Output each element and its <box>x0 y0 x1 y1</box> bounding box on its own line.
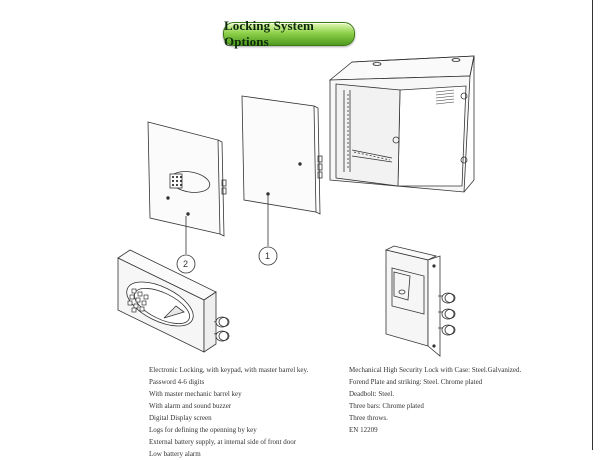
mechanical-lock-feature-list: Mechanical High Security Lock with Case:… <box>349 364 521 436</box>
mechanical-feature-item: Deadbolt: Steel. <box>349 390 395 398</box>
electronic-feature-item: Logs for defining the openning by key <box>149 426 257 434</box>
mechanical-feature-item: Three throws. <box>349 414 388 422</box>
door-panel-1: 1 <box>241 95 323 266</box>
mechanical-feature-item: Mechanical High Security Lock with Case:… <box>349 366 522 374</box>
mechanical-feature-item: EN 12209 <box>349 426 378 434</box>
door-panel-2: 2 <box>147 121 227 274</box>
electronic-lock-drawing <box>117 249 230 353</box>
technical-drawings: 1 2 <box>117 55 475 357</box>
electronic-feature-item: With alarm and sound buzzer <box>149 402 232 410</box>
page-right-rule <box>592 0 593 450</box>
electronic-feature-item: Digital Display screen <box>149 414 212 422</box>
cabinet-drawing <box>328 55 475 193</box>
callout-number-2: 2 <box>183 259 188 269</box>
electronic-feature-item: External battery supply, at internal sid… <box>149 438 297 446</box>
title-badge: Locking System Options <box>223 18 355 49</box>
electronic-feature-item: Password 4-6 digits <box>149 378 205 386</box>
mechanical-feature-item: Forend Plate and striking: Steel. Chrome… <box>349 378 483 386</box>
page-title: Locking System Options <box>224 18 314 49</box>
electronic-feature-item: With master mechanic barrel key <box>149 390 242 398</box>
electronic-lock-feature-list: Electronic Locking, with keypad, with ma… <box>149 364 308 460</box>
mechanical-feature-item: Three bars: Chrome plated <box>349 402 424 410</box>
electronic-feature-item: Electronic Locking, with keypad, with ma… <box>149 366 309 374</box>
callout-number-1: 1 <box>265 251 270 261</box>
mechanical-lock-drawing <box>384 245 456 357</box>
